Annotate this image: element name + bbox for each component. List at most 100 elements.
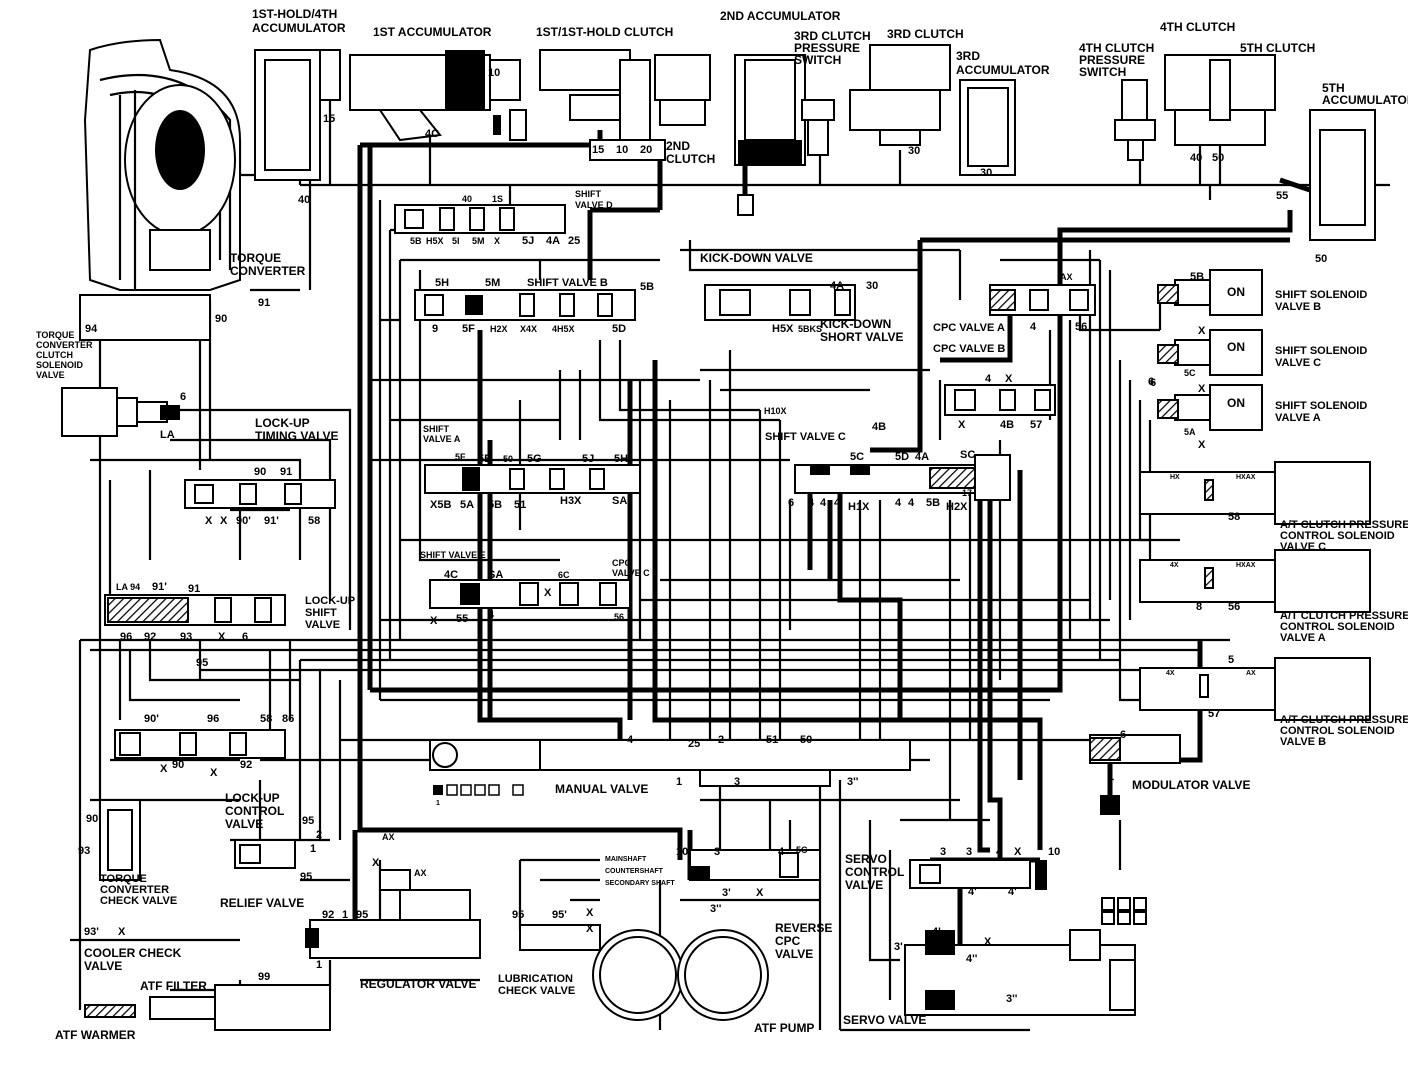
- port-code: 3'': [1006, 993, 1018, 1005]
- port-code: 5C: [850, 451, 864, 463]
- port-code: 10: [616, 144, 628, 156]
- port-code: 17: [962, 488, 972, 498]
- label-shift-a-2: VALVE A: [423, 434, 461, 444]
- port-code: 4: [778, 846, 785, 858]
- atc-solenoid-a-body: [1139, 549, 1371, 613]
- port-code: 93: [78, 845, 90, 857]
- port-code: 58: [1228, 511, 1240, 523]
- label-third-clutch: 3RD CLUTCH: [887, 27, 964, 41]
- port-code: H2X: [946, 501, 968, 513]
- lockup-timing-body: [184, 479, 336, 509]
- kickdown-valve-body: [704, 284, 856, 321]
- port-code: 40: [1190, 152, 1202, 164]
- label-torque-converter-2: CONVERTER: [230, 264, 306, 278]
- port-code: X: [544, 587, 552, 599]
- port-code: 1: [316, 959, 322, 971]
- port-code: 96: [120, 631, 132, 643]
- port-code: 93': [84, 926, 99, 938]
- port-code: 4': [1008, 886, 1017, 898]
- label-first-accumulator: 1ST ACCUMULATOR: [373, 25, 492, 39]
- sensor-connectors: [1101, 897, 1147, 925]
- atf-warmer-body: [84, 1004, 136, 1018]
- port-code: X: [372, 857, 380, 869]
- port-codes-left: 94 90 91 6 LA 90 91 X X 90' 91' 58 LA 94…: [85, 297, 320, 779]
- label-servo-control-3: VALVE: [845, 878, 883, 892]
- shift-valve-b-body: [414, 289, 636, 321]
- atf-pump-body: [592, 929, 769, 1021]
- port-code: 6: [180, 391, 186, 403]
- label-shift-valve-e: SHIFT VALVE E: [420, 550, 486, 560]
- label-atc-a-3: VALVE A: [1280, 632, 1326, 644]
- port-code: X: [218, 631, 226, 643]
- label-fifth-accumulator-1: 5TH: [1322, 81, 1345, 95]
- port-code: 50: [1315, 253, 1327, 265]
- label-atc-a-1: A/T CLUTCH PRESSURE: [1280, 610, 1408, 622]
- port-code: 91': [264, 515, 279, 527]
- port-code: 3'': [710, 903, 722, 915]
- label-kickdown-valve: KICK-DOWN VALVE: [700, 251, 813, 265]
- port-code: 5F: [462, 323, 475, 335]
- port-code: 1: [310, 843, 316, 855]
- solenoid-b-state: ON: [1227, 285, 1245, 299]
- label-torque-converter-1: TORQUE: [230, 251, 281, 265]
- port-code: AX: [1246, 670, 1256, 677]
- port-code: X: [1198, 439, 1206, 451]
- label-lockup-control-2: CONTROL: [225, 804, 284, 818]
- port-code: 86: [282, 713, 294, 725]
- port-code: 6: [1120, 729, 1126, 741]
- relief-valve-body: [234, 839, 296, 869]
- port-code: X: [1014, 846, 1022, 858]
- port-code: H3X: [560, 495, 582, 507]
- port-code: 57: [1208, 708, 1220, 720]
- port-code: 56: [1075, 321, 1087, 333]
- port-code: LA: [160, 429, 175, 441]
- label-atc-c-1: A/T CLUTCH PRESSURE: [1280, 519, 1408, 531]
- port-code: 55: [456, 613, 468, 625]
- label-kickdown-short-1: KICK-DOWN: [820, 317, 891, 331]
- label-lockup-shift-2: SHIFT: [305, 607, 337, 619]
- port-code: 2: [718, 734, 724, 746]
- label-tcc-2: CONVERTER: [36, 340, 93, 350]
- port-code: AX: [382, 832, 395, 842]
- fourth-fifth-clutch-body: [1164, 54, 1276, 146]
- shift-valve-c-body: [794, 454, 1011, 501]
- second-accumulator-body: [734, 54, 806, 216]
- port-code: X: [160, 763, 168, 775]
- port-code: 91: [280, 466, 292, 478]
- label-lubrication-check-2: CHECK VALVE: [498, 985, 575, 997]
- port-code: 4X: [1166, 670, 1175, 677]
- label-reverse-cpc-3: VALVE: [775, 947, 813, 961]
- port-code: 1: [1108, 771, 1114, 783]
- port-codes-cpc: AX 4 56 4 X 4B 57 X 5B X 6 5C X 5A X: [958, 271, 1206, 451]
- port-code: X: [1005, 373, 1013, 385]
- port-code: 5B: [926, 497, 940, 509]
- port-code: 92: [240, 759, 252, 771]
- port-code: 5J: [582, 453, 594, 465]
- port-code: 90: [254, 466, 266, 478]
- label-third-accumulator-1: 3RD: [956, 49, 980, 63]
- port-code: X: [205, 515, 213, 527]
- port-code: 4: [834, 497, 841, 509]
- port-codes-shift-d: 40 1S 5B H5X 5I 5M X 5J 4A 25: [410, 194, 580, 247]
- label-cpc-c-2: VALVE C: [612, 568, 650, 578]
- port-code: X: [958, 419, 966, 431]
- label-fifth-clutch: 5TH CLUTCH: [1240, 41, 1315, 55]
- label-tcc-5: VALVE: [36, 370, 65, 380]
- port-code: 4: [908, 497, 915, 509]
- manual-position-1: 1: [436, 800, 440, 807]
- port-code: 5M: [485, 277, 500, 289]
- port-code: 3: [714, 846, 720, 858]
- port-code: 96: [207, 713, 219, 725]
- port-code: 5H: [614, 453, 628, 465]
- port-code: HXAX: [1236, 474, 1256, 481]
- port-code: 6: [1148, 376, 1154, 388]
- port-code: 4: [627, 734, 634, 746]
- port-code: 56: [1228, 601, 1240, 613]
- port-code: 5G: [527, 453, 542, 465]
- port-code: X: [1198, 325, 1206, 337]
- port-code: 91': [152, 581, 167, 593]
- label-shift-solenoid-c-1: SHIFT SOLENOID: [1275, 345, 1367, 357]
- label-second-clutch-2: CLUTCH: [666, 152, 715, 166]
- port-code: 20: [640, 144, 652, 156]
- port-code: 92: [144, 631, 156, 643]
